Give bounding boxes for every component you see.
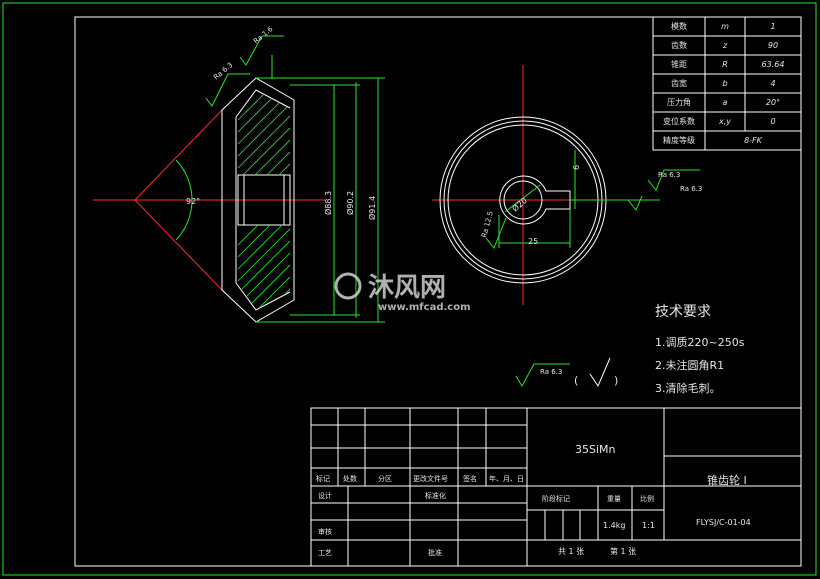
dim-key-height: 6 xyxy=(572,165,581,170)
param-value: 0 xyxy=(770,117,776,126)
tb-stage: 阶段标记 xyxy=(542,494,570,503)
gear-side-view xyxy=(221,77,295,323)
tb-zone: 分区 xyxy=(378,474,392,483)
material-label: 35SiMn xyxy=(575,443,616,456)
tb-appr: 批准 xyxy=(428,548,442,557)
watermark-cn: 沐风网 xyxy=(368,273,446,303)
param-value: 1 xyxy=(770,22,776,31)
watermark: 沐风网 www.mfcad.com xyxy=(334,272,471,313)
precision-row: 精度等级 8-FK xyxy=(653,131,801,150)
dim-bore: Ø20 xyxy=(510,195,529,213)
precision-value: 8-FK xyxy=(744,136,762,145)
parameter-table xyxy=(652,16,802,151)
param-symbol: x,y xyxy=(718,117,731,126)
param-name: 压力角 xyxy=(667,98,691,107)
tb-date: 年、月、日 xyxy=(489,474,524,483)
rough-side-1: Ra 6.3 xyxy=(212,61,234,82)
param-name: 齿宽 xyxy=(671,79,687,88)
part-name: 锥齿轮 I xyxy=(707,473,747,487)
tb-sign: 签名 xyxy=(463,474,477,483)
drawing-code: FLYSJ/C-01-04 xyxy=(696,518,751,527)
tech-item-2: 2.未注圆角R1 xyxy=(655,358,724,372)
param-value: 63.64 xyxy=(761,60,785,69)
sheet-number: 第 1 张 xyxy=(610,546,636,556)
tb-count: 处数 xyxy=(343,474,357,483)
sheets-total: 共 1 张 xyxy=(558,547,584,556)
param-symbol: m xyxy=(721,22,729,31)
tb-doc: 更改文件号 xyxy=(413,474,448,483)
watermark-url: www.mfcad.com xyxy=(378,302,471,313)
tb-design: 设计 xyxy=(318,491,332,500)
rough-front-2: Ra 6.3 xyxy=(680,185,702,193)
weight-value: 1.4kg xyxy=(603,521,625,530)
param-row: 压力角 a 20° xyxy=(653,93,801,112)
tb-proc: 工艺 xyxy=(318,549,332,557)
param-value: 20° xyxy=(765,98,781,107)
dim-d2: Ø90.2 xyxy=(345,191,355,215)
param-name: 锥距 xyxy=(671,60,687,69)
dim-d1: Ø88.3 xyxy=(323,191,333,215)
param-symbol: a xyxy=(722,98,728,107)
tech-rough-symbol xyxy=(515,363,570,388)
tech-title: 技术要求 xyxy=(655,304,711,320)
paren-open: ( xyxy=(574,374,578,387)
roughness-symbols xyxy=(205,35,284,107)
tb-weight: 重量 xyxy=(607,495,621,503)
angle-label: 92° xyxy=(186,197,200,206)
param-name: 变位系数 xyxy=(663,117,695,126)
tb-mark: 标记 xyxy=(316,474,330,483)
tech-rough-label: Ra 6.3 xyxy=(540,368,562,376)
scale-value: 1:1 xyxy=(642,521,655,530)
paren-close: ) xyxy=(614,374,618,387)
param-row: 变位系数 x,y 0 xyxy=(653,112,801,131)
rough-front-3: Ra 12.5 xyxy=(480,211,495,239)
front-dims xyxy=(485,150,700,249)
dimension-lines xyxy=(256,55,385,323)
parameter-table-text: 模数 m 1 齿数 z 90 锥距 R 63.64 齿宽 b 4 压力角 a 20° 变位系数 x,y 0 精度等级… xyxy=(653,17,801,150)
tb-check: 审核 xyxy=(318,527,332,536)
tech-check-symbol xyxy=(589,357,611,388)
title-block xyxy=(310,407,802,567)
param-row: 锥距 R 63.64 xyxy=(653,55,801,74)
tb-scale: 比例 xyxy=(640,494,654,503)
tech-item-1: 1.调质220~250s xyxy=(655,336,745,349)
param-row: 齿数 z 90 xyxy=(653,36,801,55)
precision-name: 精度等级 xyxy=(663,136,695,145)
dim-key-width: 25 xyxy=(528,237,538,246)
rough-front-1: Ra 6.3 xyxy=(658,171,680,179)
param-row: 齿宽 b 4 xyxy=(653,74,801,93)
param-symbol: z xyxy=(722,41,728,50)
param-name: 齿数 xyxy=(671,41,687,50)
param-symbol: b xyxy=(722,79,728,88)
rough-side-2: Ra 1.6 xyxy=(252,25,275,46)
param-value: 4 xyxy=(770,79,776,88)
tech-item-3: 3.清除毛刺。 xyxy=(655,381,721,395)
param-name: 模数 xyxy=(671,22,687,31)
param-value: 90 xyxy=(767,41,779,50)
tb-std: 标准化 xyxy=(425,491,446,500)
param-symbol: R xyxy=(722,60,728,69)
dim-d3: Ø91.4 xyxy=(367,196,377,220)
param-row: 模数 m 1 xyxy=(653,17,801,36)
